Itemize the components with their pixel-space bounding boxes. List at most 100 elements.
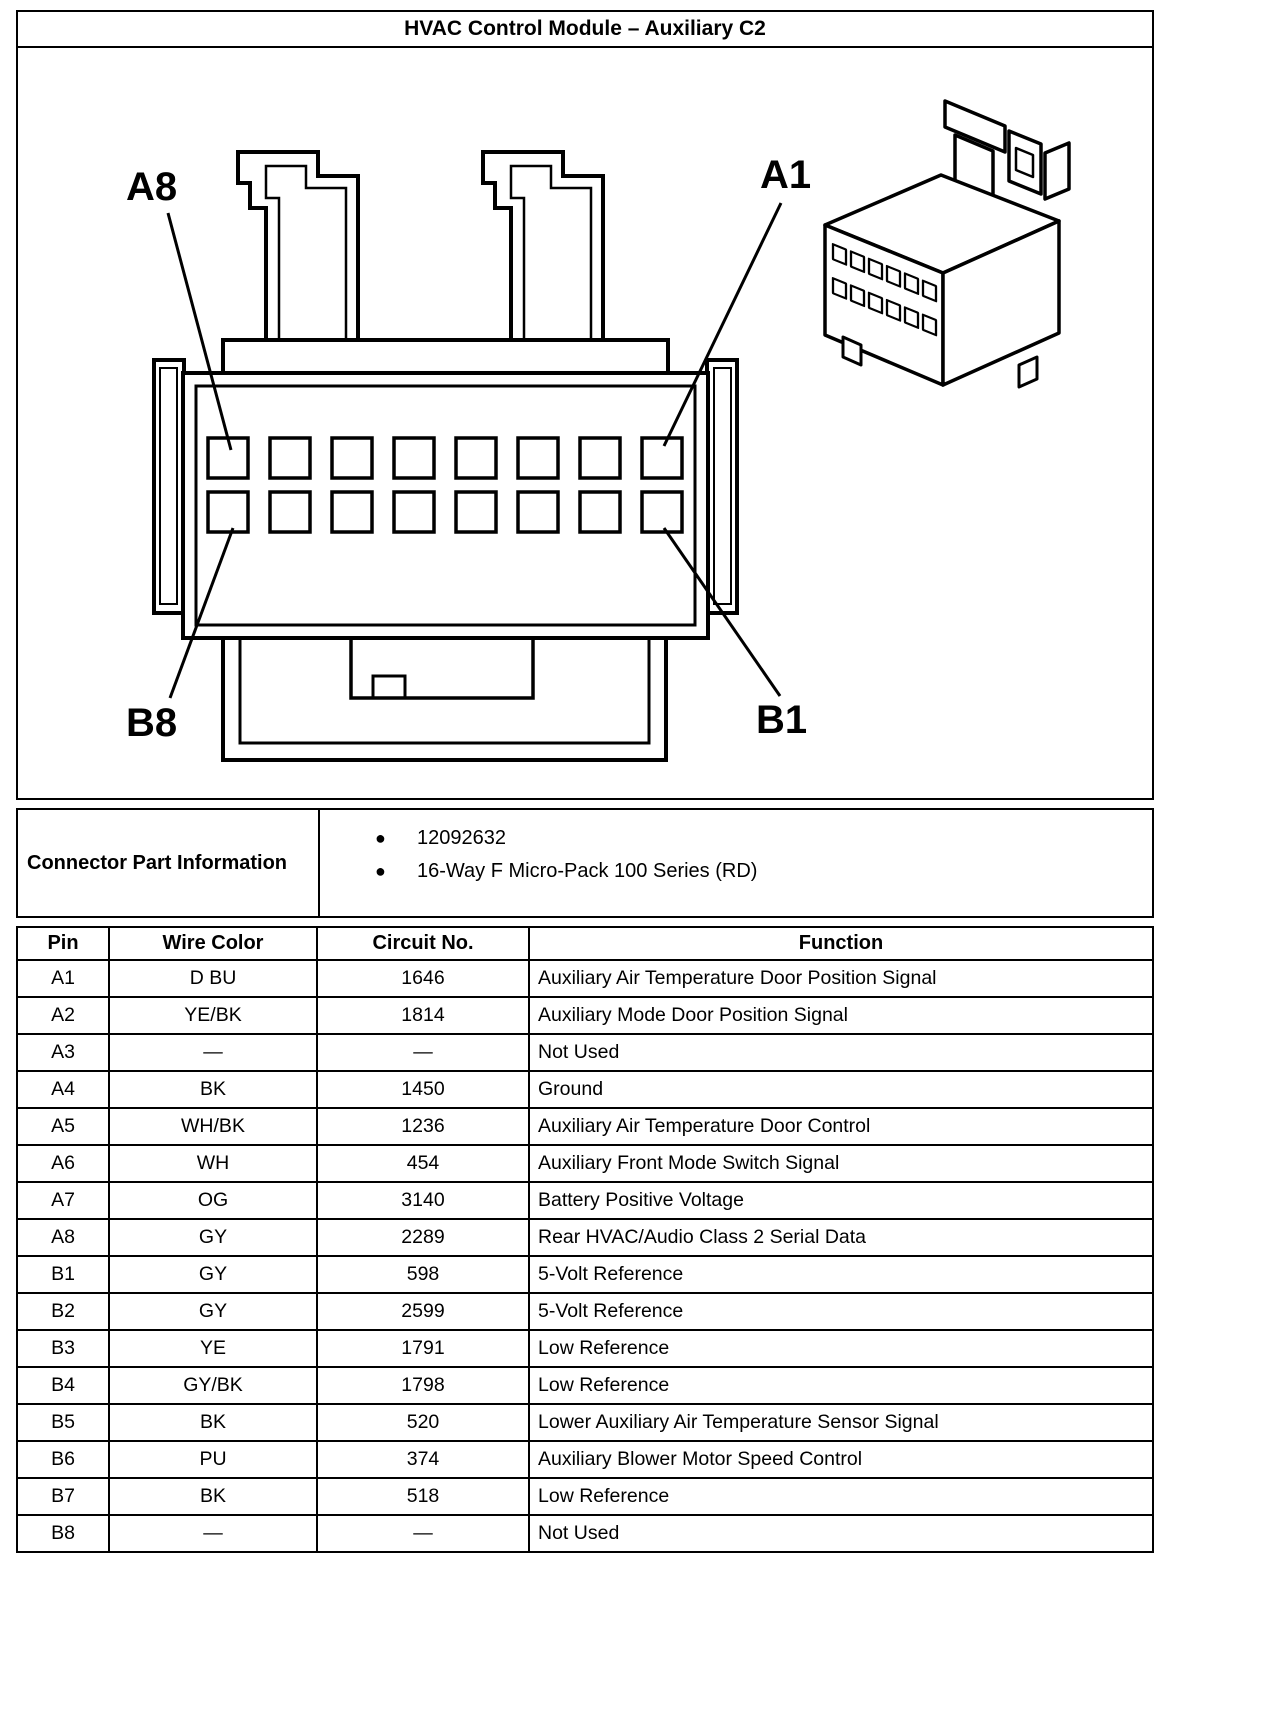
cell-function: Low Reference bbox=[528, 1477, 1154, 1516]
side-rail-left-inner bbox=[159, 367, 178, 605]
bottom-skirt-inner bbox=[238, 638, 651, 745]
table-row: A8 GY 2289 Rear HVAC/Audio Class 2 Seria… bbox=[16, 1218, 1154, 1257]
pin-cavity-a7 bbox=[268, 436, 312, 480]
cell-function: Low Reference bbox=[528, 1329, 1154, 1368]
cavity bbox=[831, 243, 848, 266]
cell-circuit-no: 2599 bbox=[316, 1292, 530, 1331]
part-info-item: ● 12092632 bbox=[375, 827, 1152, 850]
table-header-row: Pin Wire Color Circuit No. Function bbox=[16, 926, 1154, 961]
cell-circuit-no: 1450 bbox=[316, 1070, 530, 1109]
page-title: HVAC Control Module – Auxiliary C2 bbox=[16, 10, 1154, 48]
latch-tower-left bbox=[236, 150, 360, 340]
leader-line-a1 bbox=[662, 202, 783, 447]
cell-function: Auxiliary Air Temperature Door Control bbox=[528, 1107, 1154, 1146]
table-row: A6 WH 454 Auxiliary Front Mode Switch Si… bbox=[16, 1144, 1154, 1183]
pin-cavity-a3 bbox=[516, 436, 560, 480]
connector-front-view bbox=[152, 150, 739, 762]
connector-series: 16-Way F Micro-Pack 100 Series (RD) bbox=[417, 860, 758, 882]
leader-line-b8 bbox=[168, 527, 235, 699]
bullet-icon: ● bbox=[375, 828, 386, 848]
cell-circuit-no: 1646 bbox=[316, 959, 530, 998]
cell-wire-color: BK bbox=[108, 1403, 318, 1442]
pin-row-b bbox=[206, 490, 684, 534]
table-row: B6 PU 374 Auxiliary Blower Motor Speed C… bbox=[16, 1440, 1154, 1479]
latch-side-tab bbox=[1043, 141, 1071, 201]
side-rail-right bbox=[705, 358, 739, 615]
body-cavity-grid bbox=[831, 243, 938, 337]
cell-function: Low Reference bbox=[528, 1366, 1154, 1405]
cell-pin: B2 bbox=[16, 1292, 110, 1331]
mount-foot-right bbox=[1017, 355, 1039, 389]
cell-pin: A3 bbox=[16, 1033, 110, 1072]
table-row: A1 D BU 1646 Auxiliary Air Temperature D… bbox=[16, 959, 1154, 998]
pin-cavity-a2 bbox=[578, 436, 622, 480]
table-row: B1 GY 598 5-Volt Reference bbox=[16, 1255, 1154, 1294]
connector-diagram-svg: A8 A1 B8 B1 bbox=[126, 99, 1071, 762]
leader-line-b1 bbox=[662, 527, 782, 697]
cell-pin: A8 bbox=[16, 1218, 110, 1257]
cavity bbox=[903, 272, 920, 296]
part-info-item: ● 16-Way F Micro-Pack 100 Series (RD) bbox=[375, 860, 1152, 883]
cell-function: Rear HVAC/Audio Class 2 Serial Data bbox=[528, 1218, 1154, 1257]
cell-function: Auxiliary Front Mode Switch Signal bbox=[528, 1144, 1154, 1183]
top-flange bbox=[221, 338, 670, 375]
table-row: B4 GY/BK 1798 Low Reference bbox=[16, 1366, 1154, 1405]
cell-pin: B8 bbox=[16, 1514, 110, 1553]
pin-cavity-b8 bbox=[206, 490, 250, 534]
body-right-face bbox=[941, 219, 1061, 387]
cell-circuit-no: 374 bbox=[316, 1440, 530, 1479]
cell-wire-color: WH/BK bbox=[108, 1107, 318, 1146]
cell-wire-color: BK bbox=[108, 1070, 318, 1109]
col-header-function: Function bbox=[528, 926, 1154, 961]
table-row: B8 — — Not Used bbox=[16, 1514, 1154, 1553]
cavity bbox=[867, 291, 884, 315]
cavity bbox=[849, 284, 866, 308]
pin-cavity-a5 bbox=[392, 436, 436, 480]
cavity bbox=[921, 279, 938, 303]
table-row: A5 WH/BK 1236 Auxiliary Air Temperature … bbox=[16, 1107, 1154, 1146]
cell-circuit-no: 1798 bbox=[316, 1366, 530, 1405]
pin-cavity-a4 bbox=[454, 436, 498, 480]
latch-hook-notch bbox=[1014, 146, 1035, 179]
cell-wire-color: BK bbox=[108, 1477, 318, 1516]
table-row: A7 OG 3140 Battery Positive Voltage bbox=[16, 1181, 1154, 1220]
cell-function: Lower Auxiliary Air Temperature Sensor S… bbox=[528, 1403, 1154, 1442]
cell-wire-color: GY bbox=[108, 1218, 318, 1257]
cell-circuit-no: — bbox=[316, 1033, 530, 1072]
cell-wire-color: YE/BK bbox=[108, 996, 318, 1035]
housing-inner bbox=[194, 384, 697, 627]
cell-wire-color: GY bbox=[108, 1255, 318, 1294]
housing-outer bbox=[181, 371, 710, 640]
cell-pin: B3 bbox=[16, 1329, 110, 1368]
pin-cavity-b1 bbox=[640, 490, 684, 534]
cavity bbox=[885, 298, 902, 322]
pin-cavity-b4 bbox=[454, 490, 498, 534]
cell-pin: B4 bbox=[16, 1366, 110, 1405]
table-row: B2 GY 2599 5-Volt Reference bbox=[16, 1292, 1154, 1331]
pin-cavity-b5 bbox=[392, 490, 436, 534]
pin-label-b8: B8 bbox=[126, 701, 177, 745]
pin-cavity-a1 bbox=[640, 436, 684, 480]
pin-cavity-a6 bbox=[330, 436, 374, 480]
cell-wire-color: YE bbox=[108, 1329, 318, 1368]
connector-3d-view bbox=[823, 99, 1071, 389]
pinout-table: Pin Wire Color Circuit No. Function A1 D… bbox=[16, 926, 1154, 1553]
cell-function: Battery Positive Voltage bbox=[528, 1181, 1154, 1220]
cell-pin: A5 bbox=[16, 1107, 110, 1146]
latch-tower-right-inner bbox=[509, 164, 593, 340]
part-info-label: Connector Part Information bbox=[18, 810, 320, 916]
leader-lines bbox=[166, 202, 783, 699]
table-row: B3 YE 1791 Low Reference bbox=[16, 1329, 1154, 1368]
col-header-wire-color: Wire Color bbox=[108, 926, 318, 961]
pin-label-b1: B1 bbox=[756, 698, 807, 742]
bullet-icon: ● bbox=[375, 861, 386, 881]
table-row: A4 BK 1450 Ground bbox=[16, 1070, 1154, 1109]
cell-pin: A6 bbox=[16, 1144, 110, 1183]
pin-label-a8: A8 bbox=[126, 165, 177, 209]
cell-function: 5-Volt Reference bbox=[528, 1292, 1154, 1331]
document-page: HVAC Control Module – Auxiliary C2 bbox=[16, 10, 1154, 1553]
cavity bbox=[849, 250, 866, 274]
pin-cavity-b2 bbox=[578, 490, 622, 534]
cell-pin: B5 bbox=[16, 1403, 110, 1442]
cell-wire-color: GY bbox=[108, 1292, 318, 1331]
